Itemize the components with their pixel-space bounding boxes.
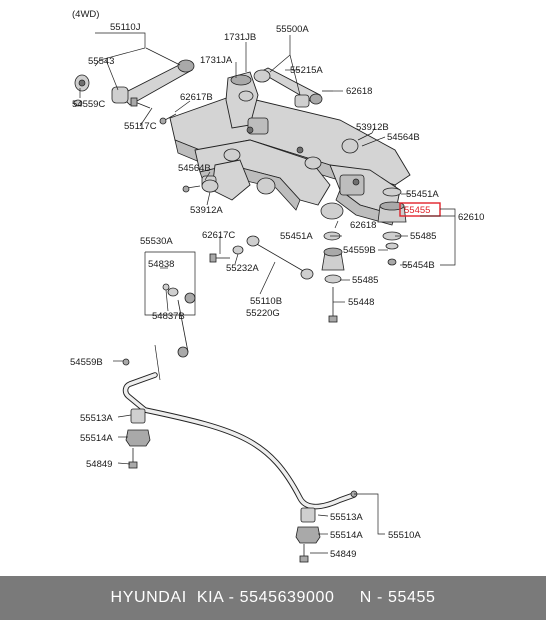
- label-1731JB: 1731JB: [224, 32, 256, 43]
- label-54559B-right: 54559B: [343, 245, 376, 256]
- label-55500A: 55500A: [276, 24, 309, 35]
- label-62618-mid: 62618: [350, 220, 376, 231]
- label-55455-highlight: 55455: [404, 205, 430, 216]
- label-55451A-mid: 55451A: [280, 231, 313, 242]
- label-55510A: 55510A: [388, 530, 421, 541]
- label-53912B: 53912B: [356, 122, 389, 133]
- label-55117C: 55117C: [124, 121, 157, 132]
- stabilizer-bar: [122, 372, 358, 563]
- upper-arm-left: [73, 59, 195, 109]
- leader-lines: [79, 32, 456, 554]
- label-55514A-right: 55514A: [330, 530, 363, 541]
- label-55514A-left: 55514A: [80, 433, 113, 444]
- label-55451A-right: 55451A: [406, 189, 439, 200]
- label-1731JA: 1731JA: [200, 55, 233, 66]
- label-55543: 55543: [88, 56, 114, 67]
- label-55513A-right: 55513A: [330, 512, 363, 523]
- label-54559C: 54559C: [72, 99, 105, 110]
- label-55110J: 55110J: [110, 22, 141, 33]
- label-55485-lower: 55485: [352, 275, 378, 286]
- label-54564B-left: 54564B: [178, 163, 211, 174]
- label-54849-left: 54849: [86, 459, 112, 470]
- label-54849-right: 54849: [330, 549, 356, 560]
- part-number-footer: HYUNDAI KIA - 5545639000 N - 55455: [0, 576, 546, 620]
- label-62617C: 62617C: [202, 230, 235, 241]
- label-62618-top: 62618: [346, 86, 372, 97]
- label-55513A-left: 55513A: [80, 413, 113, 424]
- mount-bushing-stack: [321, 187, 407, 323]
- label-55448: 55448: [348, 297, 374, 308]
- label-54837B: 54837B: [152, 311, 185, 322]
- label-55232A: 55232A: [226, 263, 259, 274]
- label-55215A: 55215A: [290, 65, 323, 76]
- label-54559B-left: 54559B: [70, 357, 103, 368]
- label-62610: 62610: [458, 212, 484, 223]
- exploded-parts-diagram: (4WD) 55110J 1731JB 55500A 55543 1731JA …: [70, 9, 484, 563]
- label-55110B: 55110B: [250, 296, 282, 307]
- label-55454B: 55454B: [402, 260, 435, 271]
- label-54564B-right: 54564B: [387, 132, 420, 143]
- label-54838: 54838: [148, 259, 174, 270]
- stabilizer-link-detail: [122, 251, 196, 381]
- lower-link: [209, 235, 314, 280]
- label-55220G: 55220G: [246, 308, 280, 319]
- label-62617B: 62617B: [180, 92, 213, 103]
- label-55485-upper: 55485: [410, 231, 436, 242]
- label-55530A: 55530A: [140, 236, 173, 247]
- variant-label: (4WD): [72, 9, 99, 20]
- footer-text: HYUNDAI KIA - 5545639000 N - 55455: [110, 589, 436, 606]
- label-53912A: 53912A: [190, 205, 223, 216]
- upper-arm-right: [253, 67, 323, 108]
